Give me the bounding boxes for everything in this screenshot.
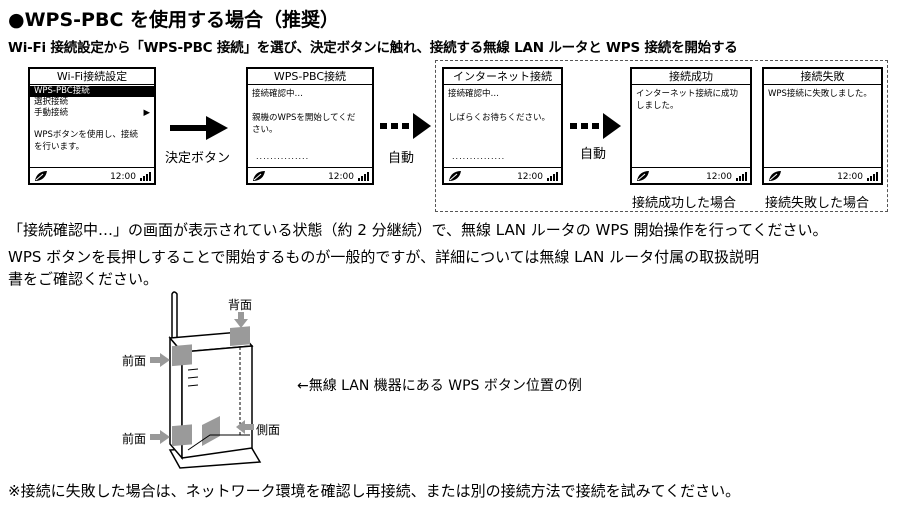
- dotted-arrow-icon: [570, 113, 621, 139]
- screen-message: インターネット接続に成功 しました。: [636, 89, 739, 111]
- signal-icon: [358, 172, 369, 181]
- router-caption: ←無線 LAN 機器にある WPS ボタン位置の例: [297, 378, 582, 394]
- arrow-right-icon: [150, 353, 170, 367]
- instruction-subheading: Wi-Fi 接続設定から「WPS-PBC 接続」を選び、決定ボタンに触れ、接続す…: [8, 40, 738, 56]
- clock-time: 12:00: [517, 172, 543, 182]
- paragraph-1: 「接続確認中…」の画面が表示されている状態（約 2 分継続）で、無線 LAN ル…: [8, 221, 828, 239]
- leaf-icon: [769, 171, 781, 181]
- clock-time: 12:00: [328, 172, 354, 182]
- status-bar: 12:00: [30, 167, 154, 183]
- screen-internet-connection: インターネット接続 接続確認中… しばらくお待ちください。 ..........…: [442, 67, 563, 185]
- screen-wifi-settings: Wi-Fi接続設定 WPS-PBC接続 選択接続 手動接続 ▶ WPSボタンを使…: [28, 67, 156, 185]
- leaf-icon: [449, 171, 461, 181]
- signal-icon: [736, 172, 747, 181]
- screen-message: WPS接続に失敗しました。: [768, 89, 872, 99]
- screen-title: 接続成功: [632, 69, 750, 85]
- screen-title: Wi-Fi接続設定: [30, 69, 154, 85]
- arrow-right-icon: [150, 430, 170, 444]
- menu-item-select[interactable]: 選択接続: [34, 97, 69, 107]
- label-auto-2: 自動: [580, 147, 607, 162]
- progress-dots: ...............: [452, 152, 506, 161]
- screen-title: インターネット接続: [444, 69, 561, 85]
- clock-time: 12:00: [706, 172, 732, 182]
- result-group-outline: [435, 60, 888, 212]
- paragraph-2: WPS ボタンを長押しすることで開始するものが一般的ですが、詳細については無線 …: [8, 248, 760, 266]
- leaf-icon: [637, 171, 649, 181]
- status-bar: 12:00: [248, 167, 372, 183]
- signal-icon: [547, 172, 558, 181]
- screen-wps-pbc: WPS-PBC接続 接続確認中… 親機のWPSを開始してくだ さい。 .....…: [246, 67, 374, 185]
- leaf-icon: [253, 171, 265, 181]
- label-side: 側面: [256, 423, 281, 437]
- label-success-case: 接続成功した場合: [632, 196, 737, 211]
- screen-body: WPS-PBC接続 選択接続 手動接続 ▶ WPSボタンを使用し、接続 を行いま…: [30, 86, 154, 153]
- signal-icon: [867, 172, 878, 181]
- status-bar: 12:00: [444, 167, 561, 183]
- signal-icon: [140, 172, 151, 181]
- screen-title: WPS-PBC接続: [248, 69, 372, 85]
- label-back: 背面: [228, 298, 253, 312]
- label-failure-case: 接続失敗した場合: [765, 196, 870, 211]
- router-illustration: [168, 291, 262, 469]
- menu-item-manual[interactable]: 手動接続 ▶: [34, 108, 150, 119]
- screen-message: 接続確認中… 親機のWPSを開始してくだ さい。: [252, 89, 356, 135]
- screen-message: WPSボタンを使用し、接続 を行います。: [34, 130, 138, 152]
- status-bar: 12:00: [764, 167, 881, 183]
- arrow-right-icon: [170, 116, 228, 140]
- screen-message: 接続確認中… しばらくお待ちください。: [448, 89, 551, 123]
- dotted-arrow-icon: [380, 113, 431, 139]
- leaf-icon: [35, 171, 47, 181]
- clock-time: 12:00: [110, 172, 136, 182]
- label-decide-button: 決定ボタン: [165, 151, 231, 166]
- arrow-left-icon: [236, 420, 254, 434]
- page-heading: ●WPS-PBC を使用する場合（推奨）: [8, 9, 339, 31]
- clock-time: 12:00: [837, 172, 863, 182]
- arrow-down-icon: [234, 312, 248, 328]
- screen-title: 接続失敗: [764, 69, 881, 85]
- label-front-2: 前面: [122, 432, 147, 446]
- menu-item-wps-pbc[interactable]: WPS-PBC接続: [30, 86, 154, 97]
- screen-connection-success: 接続成功 インターネット接続に成功 しました。 12:00: [630, 67, 752, 185]
- paragraph-3: 書をご確認ください。: [8, 270, 159, 288]
- label-front-1: 前面: [122, 354, 147, 368]
- screen-connection-failure: 接続失敗 WPS接続に失敗しました。 12:00: [762, 67, 883, 185]
- menu-item-manual-label: 手動接続: [34, 108, 69, 118]
- status-bar: 12:00: [632, 167, 750, 183]
- chevron-right-icon: ▶: [143, 108, 150, 118]
- label-auto-1: 自動: [388, 151, 415, 166]
- footer-note: ※接続に失敗した場合は、ネットワーク環境を確認し再接続、または別の接続方法で接続…: [8, 482, 741, 500]
- progress-dots: ...............: [256, 152, 310, 161]
